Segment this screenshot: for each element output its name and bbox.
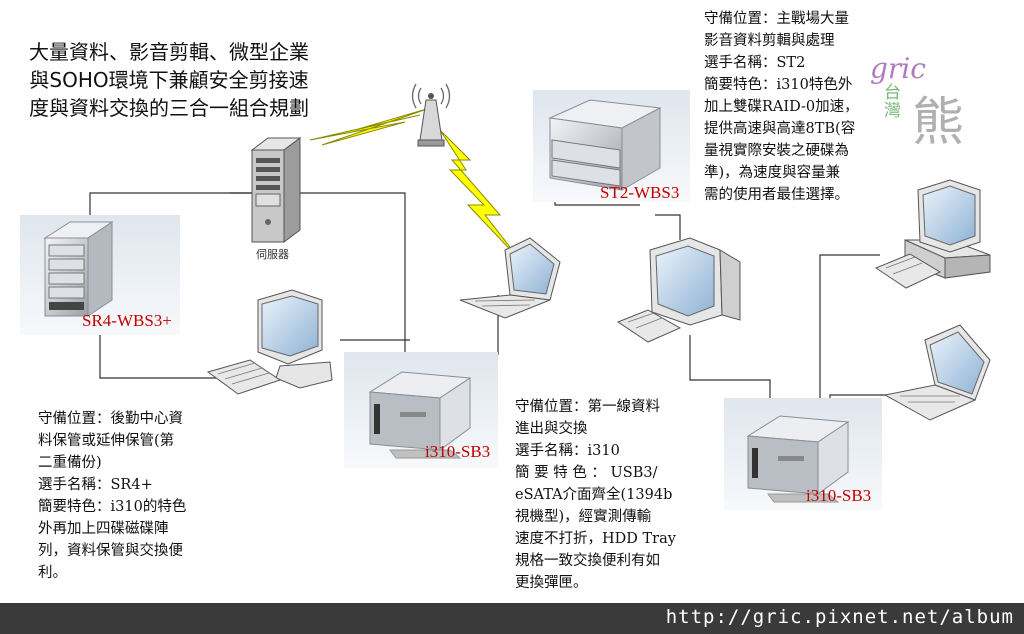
desc-line: 規格一致交換便利有如 [515, 553, 660, 569]
sr4-label: SR4-WBS3+ [82, 311, 172, 330]
monitor-icon-left [206, 289, 333, 395]
wireless-antenna-icon [411, 83, 451, 147]
i310-sb3-device-right [724, 398, 882, 510]
desc-line: 需的使用者最佳選擇。 [704, 187, 849, 203]
server-label: 伺服器 [256, 248, 289, 261]
title-line: 與SOHO環境下兼顧安全剪接速 [29, 68, 309, 92]
desc-line: 加上雙碟RAID-0加速， [704, 99, 859, 115]
desc-line: 料保管或延伸保管(第 [38, 433, 175, 449]
desc-line: 利。 [38, 565, 67, 581]
desc-line: 守備位置：第一線資料 [515, 399, 660, 415]
desc-line: 守備位置：主戰場大量 [704, 11, 849, 27]
desc-line: 簡要特色：i310的特色 [38, 499, 187, 515]
wireless-signal [309, 107, 521, 261]
desc-line: 提供高速與高達8TB(容 [704, 121, 856, 137]
desc-line: 簡 要 特 色 ： USB3/ [515, 465, 658, 481]
desc-line: 二重備份) [38, 455, 102, 471]
desc-line: 視機型)，經實測傳輸 [515, 509, 652, 525]
i310-left-label: i310-SB3 [425, 442, 491, 461]
title-line: 大量資料、影音剪輯、微型企業 [29, 40, 309, 64]
desc-line: 量視實際安裝之硬碟為 [704, 143, 849, 159]
st2-description: 守備位置：主戰場大量 影音資料剪輯與處理 選手名稱：ST2 簡要特色：i310特… [704, 8, 859, 206]
logo-script: gric [870, 52, 926, 85]
title-line: 度與資料交換的三合一組合規劃 [29, 96, 309, 120]
laptop-icon-center [459, 237, 561, 319]
desc-line: 影音資料剪輯與處理 [704, 33, 835, 49]
desc-line: 更換彈匣。 [515, 575, 588, 591]
sr4-wbs3-device [20, 215, 180, 335]
footer-url[interactable]: http://gric.pixnet.net/album [665, 606, 1014, 628]
desc-line: 進出與交換 [515, 421, 588, 437]
crt-monitor-icon [616, 237, 741, 343]
diagram-title: 大量資料、影音剪輯、微型企業 與SOHO環境下兼顧安全剪接速 度與資料交換的三合… [10, 38, 328, 122]
st2-wbs3-device [533, 90, 690, 202]
laptop-icon-right [883, 324, 991, 421]
desc-line: 列，資料保管與交換便 [38, 543, 183, 559]
server-tower-icon [250, 137, 302, 243]
logo-kanji: 熊 [912, 93, 965, 153]
desc-line: 準)，為速度與容量兼 [704, 165, 841, 181]
desc-line: 選手名稱：i310 [515, 443, 620, 459]
sr4-description: 守備位置：後勤中心資 料保管或延伸保管(第 二重備份) 選手名稱：SR4+ 簡要… [38, 408, 186, 584]
st2-label: ST2-WBS3 [600, 183, 680, 202]
desc-line: 速度不打折，HDD Tray [515, 531, 676, 547]
desc-line: 簡要特色：i310特色外 [704, 77, 853, 93]
desc-line: 外再加上四碟磁碟陣 [38, 521, 169, 537]
i310-right-label: i310-SB3 [806, 486, 872, 505]
i310-sb3-device-left [344, 352, 498, 468]
desc-line: 守備位置：後勤中心資 [38, 411, 183, 427]
i310-description: 守備位置：第一線資料 進出與交換 選手名稱：i310 簡 要 特 色 ： USB… [515, 396, 676, 594]
footer-bar: http://gric.pixnet.net/album [0, 603, 1024, 634]
desktop-pc-icon [874, 179, 991, 289]
desc-line: 選手名稱：SR4+ [38, 477, 153, 493]
desc-line: 選手名稱：ST2 [704, 55, 806, 71]
desc-line: eSATA介面齊全(1394b [515, 487, 673, 503]
logo-small: 台灣 [884, 83, 901, 121]
